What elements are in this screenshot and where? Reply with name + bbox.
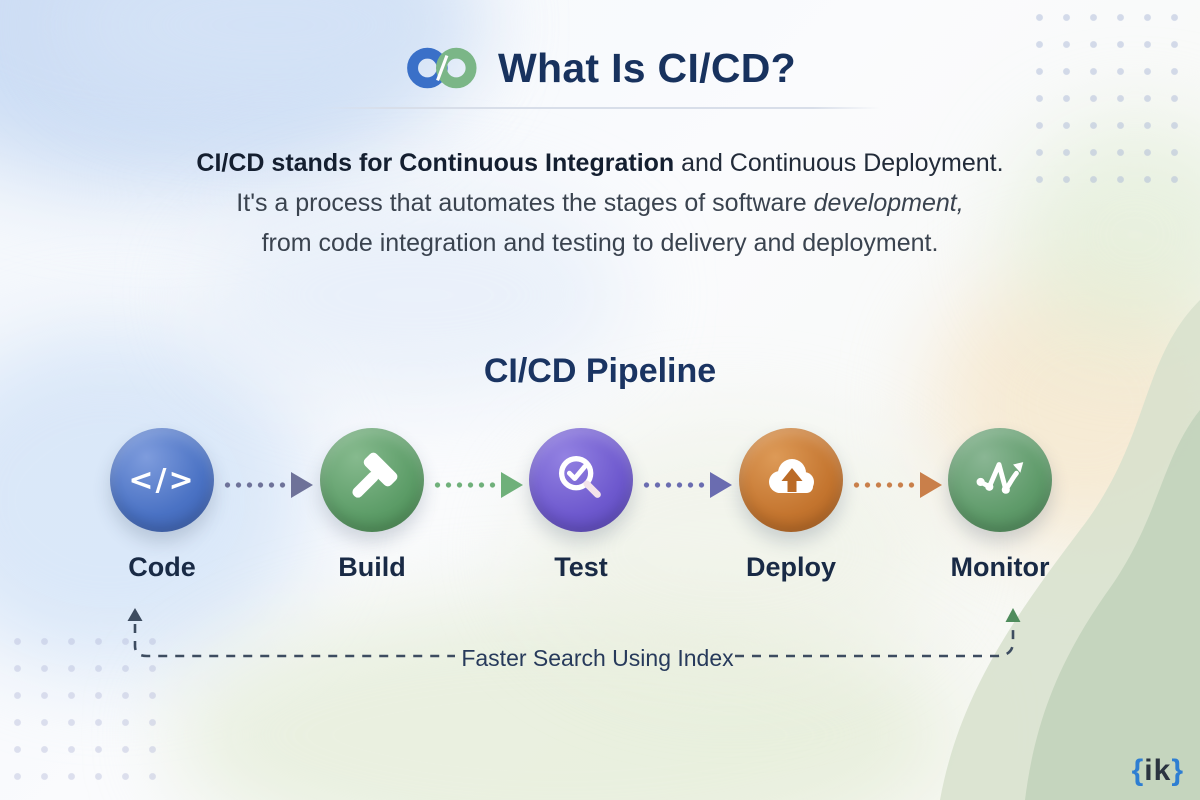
connector-dots bbox=[641, 482, 705, 488]
intro-paragraph: CI/CD stands for Continuous Integration … bbox=[0, 143, 1200, 263]
connector-dots bbox=[222, 482, 286, 488]
pipeline-step: Build bbox=[320, 428, 424, 583]
connector-arrowhead bbox=[920, 472, 942, 498]
build-step-circle bbox=[320, 428, 424, 532]
dotted-arrow-right-icon bbox=[851, 472, 942, 498]
connector-arrowhead bbox=[291, 472, 313, 498]
connector-dots bbox=[432, 482, 496, 488]
cloud-upload-icon bbox=[769, 459, 814, 493]
monitor-step-circle bbox=[948, 428, 1052, 532]
hammer-icon bbox=[352, 452, 398, 498]
dot-pattern-top-right bbox=[1026, 4, 1198, 192]
code-icon: </> bbox=[128, 462, 196, 498]
feedback-loop-path bbox=[127, 608, 1021, 658]
intro-line-2: It's a process that automates the stages… bbox=[236, 189, 964, 217]
watercolor-blob bbox=[200, 190, 630, 400]
deploy-step-circle bbox=[739, 428, 843, 532]
watercolor-blob bbox=[1010, 120, 1200, 350]
dot-pattern-bottom-left bbox=[4, 628, 156, 786]
dotted-arrow-right-icon bbox=[641, 472, 732, 498]
intro-line-1: CI/CD stands for Continuous Integration … bbox=[196, 149, 1004, 177]
connector-dots bbox=[851, 482, 915, 488]
feedback-right-arrow-icon bbox=[1005, 608, 1021, 622]
header: What Is CI/CD? bbox=[0, 44, 1200, 92]
step-label: Deploy bbox=[745, 552, 837, 582]
feedback-loop-label: Faster Search Using Index bbox=[461, 645, 734, 671]
pipeline-step: Monitor bbox=[948, 428, 1052, 583]
step-label: Build bbox=[338, 552, 406, 582]
connector-arrowhead bbox=[501, 472, 523, 498]
brand-logo: {ik} bbox=[1131, 754, 1184, 787]
pipeline-step: Test bbox=[529, 428, 633, 583]
dotted-arrow-right-icon bbox=[222, 472, 313, 498]
step-label: Monitor bbox=[950, 552, 1050, 582]
pipeline-step: </> Code bbox=[110, 428, 214, 583]
intro-line-3: from code integration and testing to del… bbox=[261, 229, 939, 257]
header-divider bbox=[320, 107, 880, 109]
pipeline-step: Deploy bbox=[739, 428, 843, 583]
pipeline-heading: CI/CD Pipeline bbox=[483, 352, 717, 390]
step-label: Test bbox=[554, 552, 608, 582]
step-label: Code bbox=[128, 552, 196, 582]
page-title: What Is CI/CD? bbox=[497, 44, 797, 91]
magnifier-check-icon bbox=[558, 456, 601, 498]
infinity-loop-icon bbox=[407, 47, 477, 89]
code-step-circle: </> bbox=[110, 428, 214, 532]
feedback-left-arrow-icon bbox=[127, 608, 143, 621]
line-chart-icon bbox=[976, 462, 1024, 494]
dotted-arrow-right-icon bbox=[432, 472, 523, 498]
connector-arrowhead bbox=[710, 472, 732, 498]
test-step-circle bbox=[529, 428, 633, 532]
corner-wave-decoration bbox=[940, 300, 1200, 800]
